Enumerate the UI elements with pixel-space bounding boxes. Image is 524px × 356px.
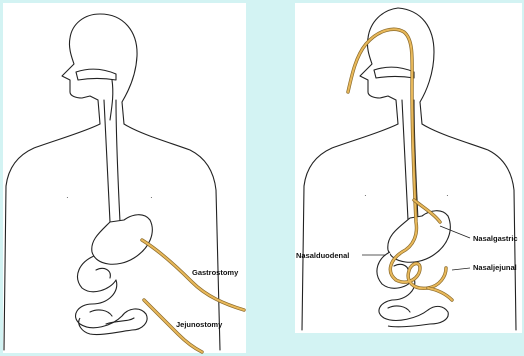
right-nipple-left: · — [364, 191, 367, 200]
right-panel: · · Nasalgastri — [295, 3, 522, 333]
label-jejunostomy: Jejunostomy — [176, 320, 223, 329]
label-nasalgastric: Nasalgastric — [473, 234, 518, 243]
left-panel-background — [3, 3, 246, 353]
right-nipple-right: · — [446, 191, 449, 200]
label-nasalduodenal: Nasalduodenal — [296, 251, 349, 260]
label-nasaljejunal: Nasaljejunal — [473, 263, 517, 272]
left-nipple-left: · — [66, 193, 69, 202]
left-panel: · · Gastrostomy Jejunostomy — [3, 3, 246, 353]
left-nipple-right: · — [150, 193, 153, 202]
label-gastrostomy: Gastrostomy — [192, 268, 239, 277]
